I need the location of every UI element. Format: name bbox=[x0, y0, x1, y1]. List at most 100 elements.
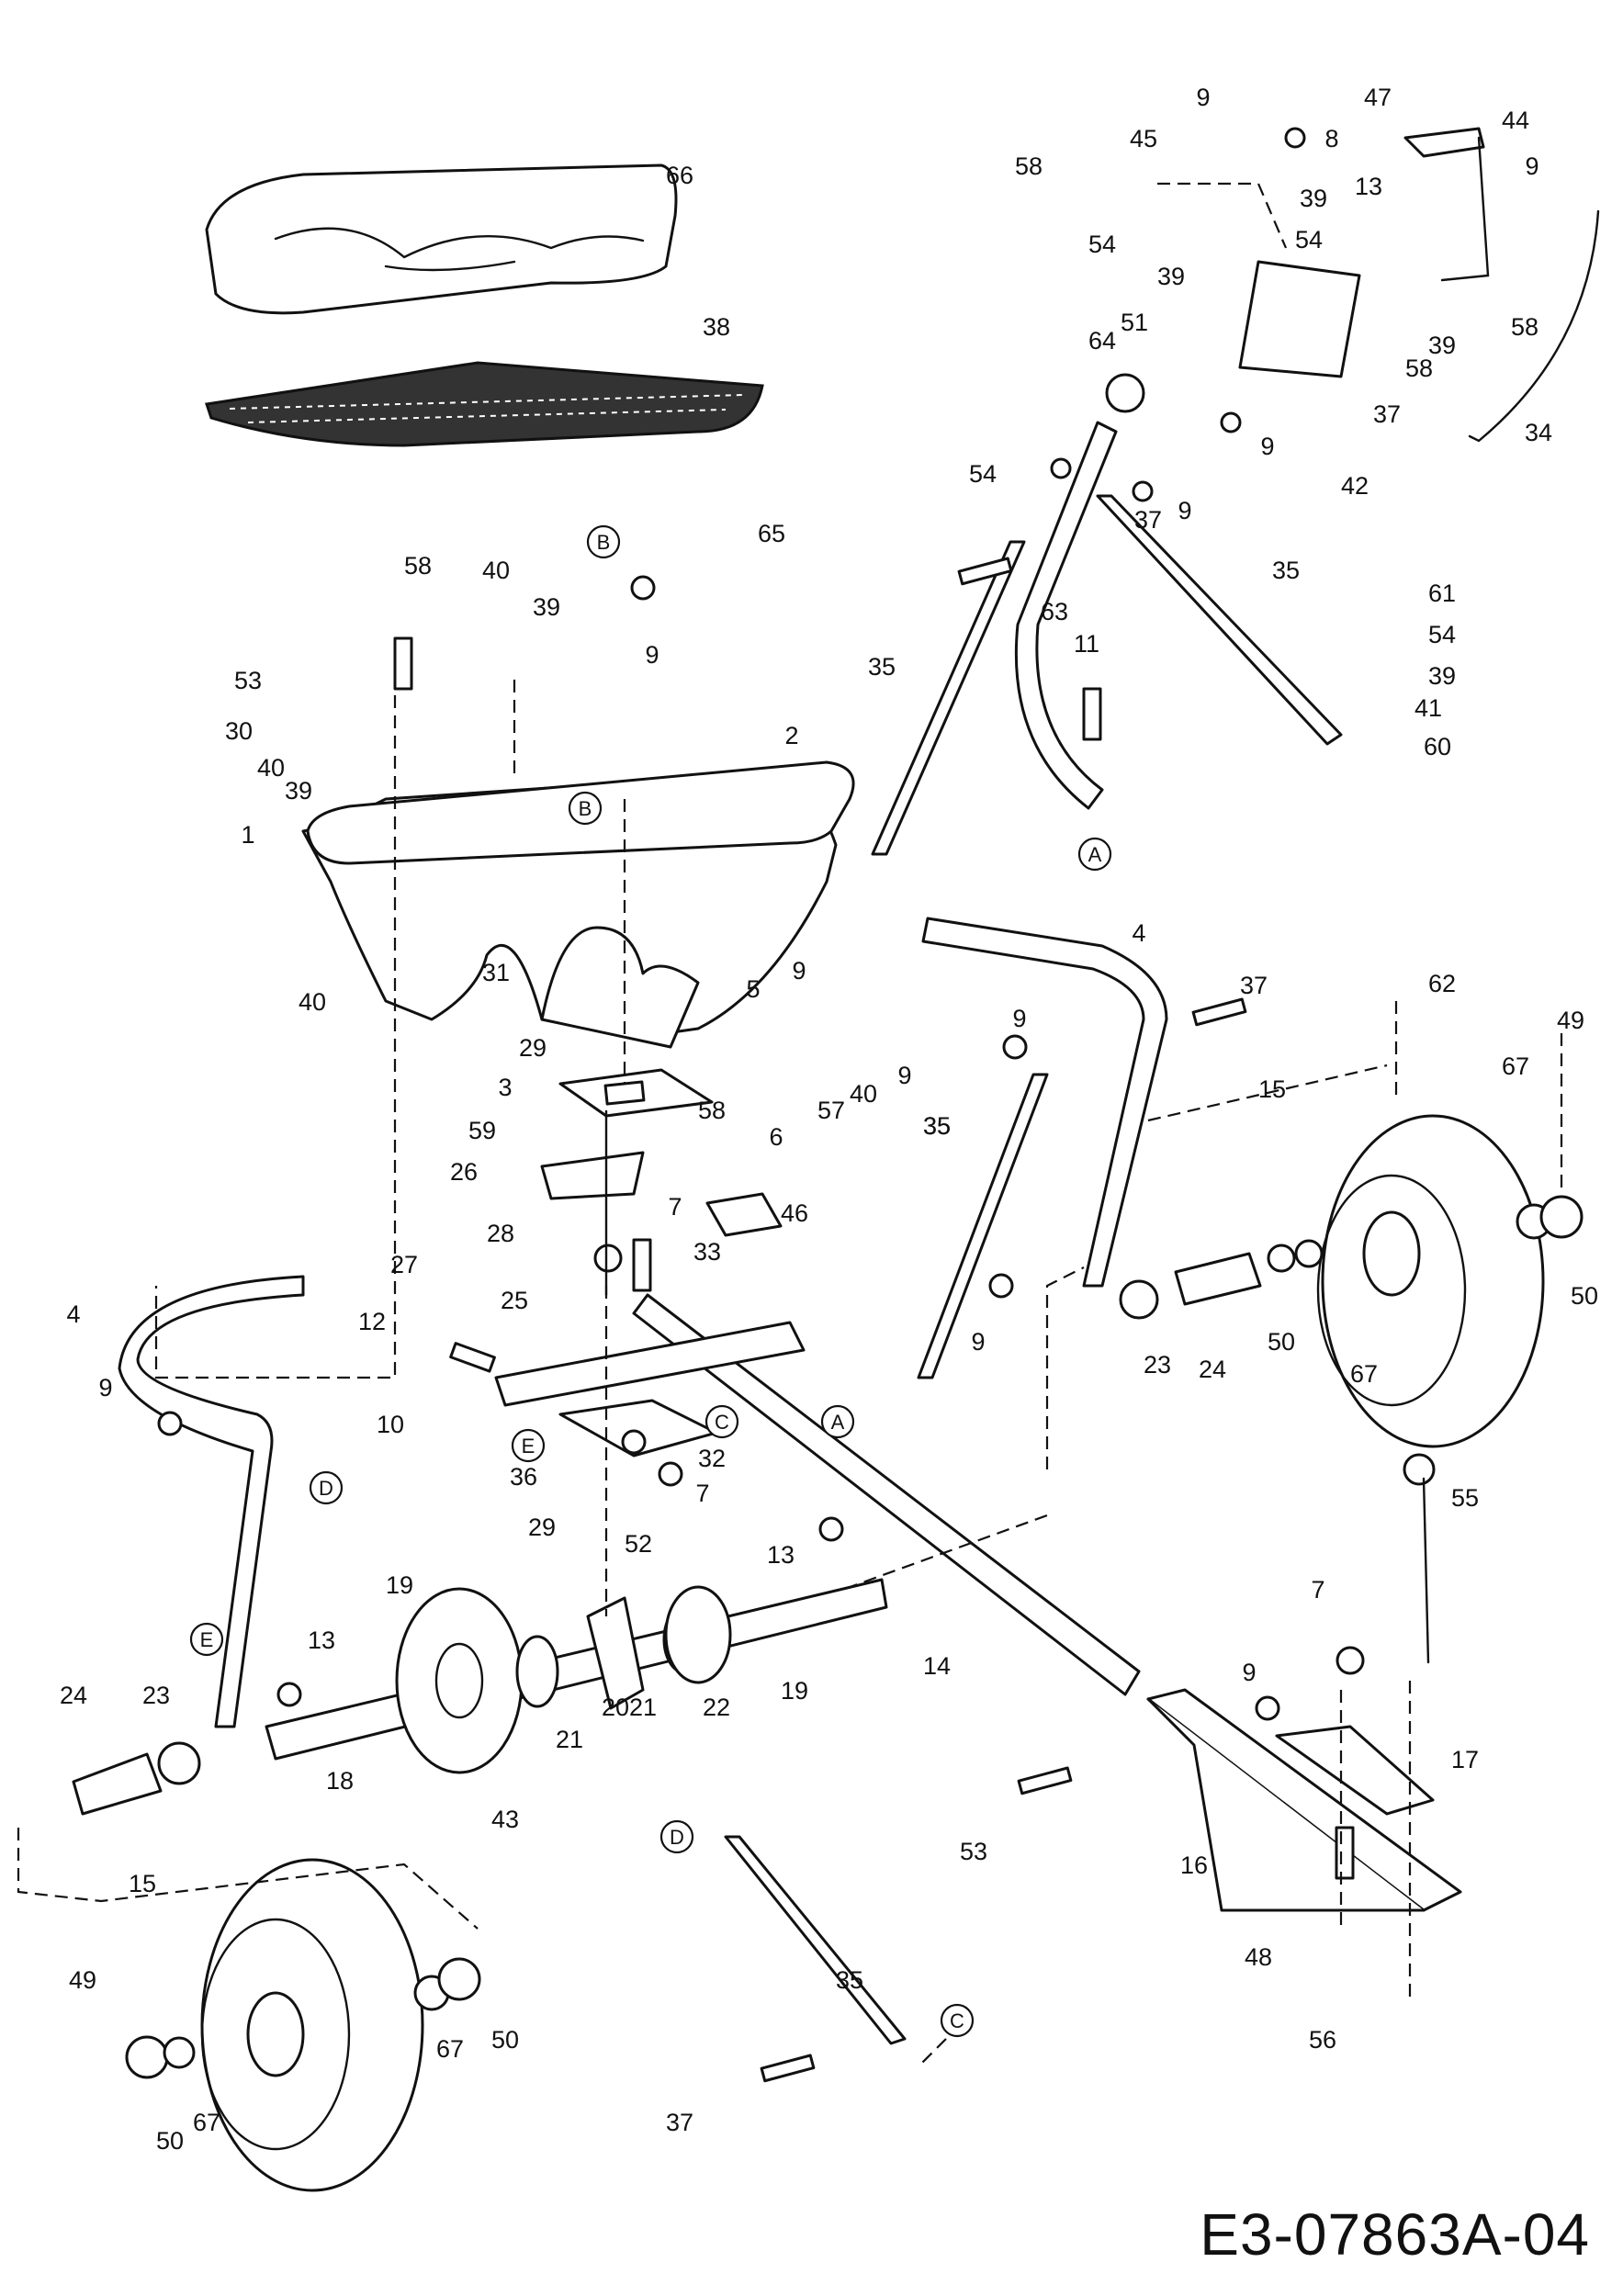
part-number-label: 35 bbox=[836, 1966, 863, 1994]
part-number-label: 28 bbox=[487, 1220, 514, 1247]
part-number-label: 59 bbox=[468, 1117, 496, 1144]
callout-marker: E bbox=[189, 1622, 224, 1657]
part-number-label: 9 bbox=[1525, 152, 1538, 180]
part-number-label: 62 bbox=[1428, 970, 1456, 997]
part-number-label: 64 bbox=[1088, 327, 1116, 355]
part-number-label: 23 bbox=[1144, 1351, 1171, 1379]
spinner-assembly-part bbox=[540, 1068, 783, 1458]
part-number-label: 15 bbox=[129, 1870, 156, 1897]
part-number-label: 38 bbox=[703, 313, 730, 341]
part-number-label: 35 bbox=[1272, 557, 1300, 584]
callout-marker: D bbox=[309, 1470, 344, 1505]
callout-letter: A bbox=[1088, 843, 1102, 866]
part-number-label: 19 bbox=[386, 1571, 413, 1599]
part-number-label: 58 bbox=[1405, 355, 1433, 382]
assembly-lines bbox=[17, 182, 1563, 2067]
part-number-label: 17 bbox=[1451, 1746, 1479, 1773]
part-number-label: 4 bbox=[66, 1300, 80, 1328]
right-frame-tube-part bbox=[921, 917, 1168, 1288]
part-number-label: 34 bbox=[1525, 419, 1552, 446]
part-number-label: 40 bbox=[299, 988, 326, 1016]
part-number-label: 54 bbox=[1295, 226, 1323, 253]
part-number-label: 37 bbox=[1373, 400, 1401, 428]
part-number-label: 32 bbox=[698, 1445, 726, 1472]
drive-gear-part bbox=[395, 1587, 524, 1774]
part-number-label: 24 bbox=[60, 1682, 87, 1709]
callout-letter: C bbox=[950, 2009, 964, 2032]
callout-letter: D bbox=[319, 1477, 333, 1500]
callout-marker: B bbox=[586, 524, 621, 559]
part-number-label: 67 bbox=[436, 2035, 464, 2063]
control-lever-part bbox=[1403, 127, 1600, 443]
part-number-label: 54 bbox=[969, 460, 997, 488]
front-frame-part bbox=[1146, 1453, 1462, 1912]
callout-circle bbox=[309, 1470, 344, 1505]
handle-and-control-part bbox=[1014, 260, 1361, 810]
part-number-label: 20 bbox=[602, 1694, 629, 1721]
part-number-label: 9 bbox=[645, 641, 659, 669]
part-number-label: 52 bbox=[625, 1530, 652, 1558]
part-number-label: 50 bbox=[1268, 1328, 1295, 1356]
hopper-part bbox=[301, 760, 855, 1049]
callout-letter: D bbox=[670, 1826, 684, 1849]
callout-letter: B bbox=[597, 531, 611, 554]
part-number-label: 13 bbox=[308, 1626, 335, 1654]
part-number-label: 36 bbox=[510, 1463, 537, 1491]
part-number-label: 65 bbox=[758, 520, 785, 547]
part-number-label: 9 bbox=[1196, 84, 1210, 111]
part-number-label: 5 bbox=[746, 975, 760, 1003]
part-number-label: 53 bbox=[234, 667, 262, 694]
part-number-label: 44 bbox=[1502, 107, 1529, 134]
part-number-label: 37 bbox=[666, 2109, 693, 2136]
fasteners-part bbox=[157, 127, 1365, 2083]
part-number-label: 7 bbox=[668, 1193, 682, 1221]
callout-circle bbox=[189, 1622, 224, 1657]
callout-circle bbox=[511, 1428, 546, 1463]
part-number-label: 39 bbox=[285, 777, 312, 805]
callout-circle bbox=[704, 1404, 739, 1439]
callout-marker: C bbox=[704, 1404, 739, 1439]
part-number-label: 35 bbox=[923, 1112, 951, 1140]
callout-letter: B bbox=[579, 797, 592, 820]
part-number-label: 49 bbox=[1557, 1007, 1584, 1034]
part-number-label: 50 bbox=[491, 2026, 519, 2054]
part-number-label: 9 bbox=[1260, 433, 1274, 460]
part-number-label: 30 bbox=[225, 717, 253, 745]
part-number-label: 13 bbox=[767, 1541, 795, 1569]
callout-marker: C bbox=[940, 2003, 975, 2038]
callout-letter: E bbox=[200, 1628, 214, 1651]
part-number-label: 9 bbox=[971, 1328, 985, 1356]
part-number-label: 10 bbox=[377, 1411, 404, 1438]
part-number-label: 57 bbox=[817, 1097, 845, 1124]
part-number-label: 25 bbox=[501, 1287, 528, 1314]
part-number-label: 18 bbox=[326, 1767, 354, 1795]
part-number-label: 24 bbox=[1199, 1356, 1226, 1383]
part-number-label: 46 bbox=[781, 1199, 808, 1227]
part-number-label: 39 bbox=[1428, 662, 1456, 690]
part-number-label: 58 bbox=[698, 1097, 726, 1124]
callout-marker: A bbox=[820, 1404, 855, 1439]
part-number-label: 58 bbox=[1015, 152, 1043, 180]
part-number-label: 67 bbox=[1350, 1360, 1378, 1388]
part-number-label: 41 bbox=[1414, 694, 1442, 722]
part-number-label: 63 bbox=[1041, 598, 1068, 625]
part-number-label: 67 bbox=[1502, 1052, 1529, 1080]
left-frame-tube-part bbox=[118, 1275, 305, 1728]
part-number-label: 6 bbox=[769, 1123, 783, 1151]
part-number-label: 9 bbox=[792, 957, 806, 985]
part-number-label: 51 bbox=[1121, 309, 1148, 336]
right-wheel-part bbox=[1119, 1114, 1584, 1448]
support-stays-part bbox=[724, 494, 1343, 2045]
part-number-label: 9 bbox=[1178, 497, 1191, 524]
part-number-label: 11 bbox=[1074, 630, 1099, 658]
part-number-label: 58 bbox=[1511, 313, 1538, 341]
part-number-label: 61 bbox=[1428, 580, 1456, 607]
part-number-label: 50 bbox=[156, 2127, 184, 2155]
part-number-label: 39 bbox=[533, 593, 560, 621]
part-number-label: 12 bbox=[358, 1308, 386, 1335]
part-number-label: 49 bbox=[69, 1966, 96, 1994]
part-number-label: 55 bbox=[1451, 1484, 1479, 1512]
part-number-label: 15 bbox=[1258, 1075, 1286, 1103]
